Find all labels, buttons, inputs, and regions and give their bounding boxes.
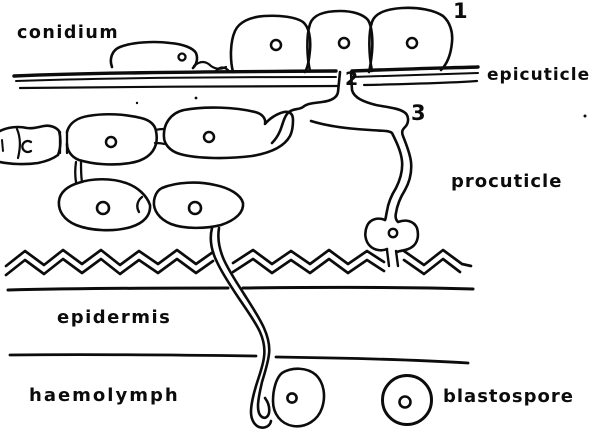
budding-blastospore-cell (271, 367, 326, 428)
marker-3: 3 (411, 101, 426, 125)
scan-artifacts (1, 96, 587, 152)
epicuticle-bottom-line (362, 79, 479, 87)
cell-connector (153, 141, 166, 146)
procuticle-hyphal-cells (0, 106, 295, 232)
flat-conidium-cell (109, 40, 199, 70)
hyphal-cell (0, 124, 62, 166)
hyphal-cell (152, 181, 245, 230)
epicuticle-bottom-line (18, 84, 340, 90)
label-haemolymph: haemolymph (29, 385, 180, 406)
label-epicuticle: epicuticle (487, 65, 591, 85)
speck (194, 96, 198, 100)
hyphal-body-outlet-tube (394, 249, 400, 268)
cell-nucleus (337, 36, 351, 50)
cell-connector (154, 127, 166, 132)
conidia-layer (109, 6, 454, 74)
zigzag-upper (402, 248, 473, 268)
hyphal-cell (162, 106, 295, 160)
cell-nucleus-c (21, 139, 33, 154)
epidermis-top-line (241, 285, 475, 291)
epicuticle-mid-line (15, 76, 337, 82)
inner-cell-wall (15, 127, 21, 160)
connecting-tube (74, 160, 78, 184)
epicuticle-mid-line (351, 72, 479, 78)
epicuticle-top-line (12, 69, 338, 78)
cell-nucleus (95, 200, 111, 216)
speck (135, 101, 139, 105)
conidium-cell (368, 6, 454, 73)
cell-nucleus (177, 52, 187, 62)
cell-nucleus (202, 130, 216, 144)
cell-nucleus (187, 200, 203, 216)
invading-hypha (209, 226, 326, 429)
edge-tick (1, 139, 4, 152)
zigzag-lower (4, 257, 215, 277)
hypha-inner-wall (309, 119, 404, 252)
label-conidium: conidium (17, 23, 120, 43)
marker-1: 1 (453, 0, 468, 23)
connecting-tube (79, 160, 84, 184)
cell-nucleus (286, 392, 298, 404)
hyphal-body-outlet-tube (385, 248, 391, 268)
cell-nucleus (104, 135, 118, 149)
blastospore-legend (381, 374, 433, 426)
conidium-cell-germinating (306, 9, 374, 74)
zigzag-upper (231, 248, 386, 266)
hypha-wall-right (217, 226, 271, 420)
marker-2: 2 (345, 68, 359, 90)
hyphal-body-nucleus (387, 227, 399, 239)
germ-tube-penetration (270, 70, 420, 268)
cell-nucleus (398, 395, 412, 409)
germ-tube-left-wall (270, 70, 342, 145)
procuticle-epidermis-zigzag (4, 248, 473, 277)
germ-tube-right-wall-and-hypha (349, 70, 420, 254)
hypha-wall-left (209, 226, 273, 429)
zigzag-lower (231, 257, 386, 275)
surface-bump (214, 66, 231, 73)
epidermis-top-line (6, 286, 230, 292)
hyphal-cell (65, 112, 159, 166)
cell-paren-mark (136, 195, 144, 214)
epidermis-layer (6, 285, 475, 365)
epidermis-bottom-line (274, 355, 470, 365)
zigzag-upper (4, 248, 215, 268)
hyphal-cell-peanut (57, 177, 152, 232)
label-epidermis: epidermis (57, 307, 172, 328)
cell-nucleus (405, 36, 419, 50)
label-blastospore: blastospore (443, 386, 574, 407)
blastospore-cell (381, 374, 433, 426)
label-procuticle: procuticle (451, 171, 563, 192)
conidium-cell (229, 14, 312, 74)
epicuticle-band (12, 65, 480, 90)
zigzag-lower (402, 257, 462, 276)
epicuticle-top-line (350, 65, 480, 73)
epidermis-bottom-line (8, 353, 258, 358)
cell-nucleus (269, 38, 283, 52)
speck (583, 114, 587, 118)
